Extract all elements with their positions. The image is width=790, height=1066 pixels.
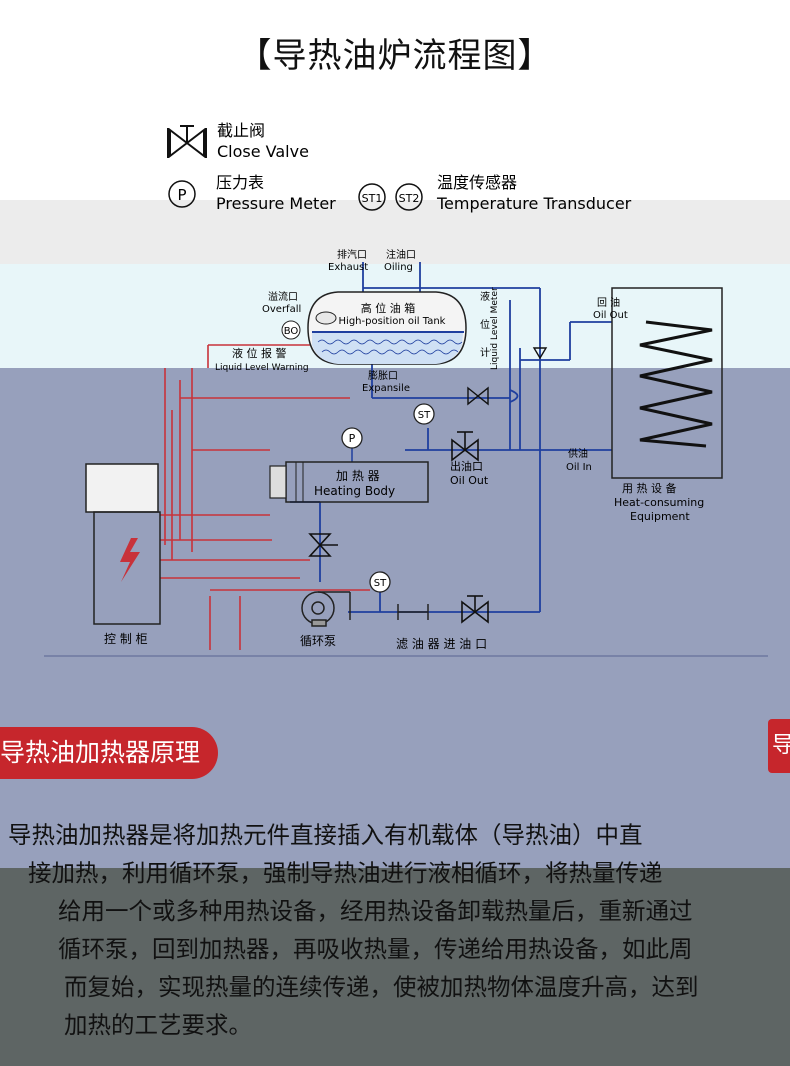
description-line-5: 而复始，实现热量的连续传递，使被加热物体温度升高，达到 — [64, 973, 699, 1001]
tank-label-cn: 高 位 油 箱 — [361, 301, 416, 315]
description-line-6: 加热的工艺要求。 — [64, 1011, 252, 1039]
exhaust-en: Exhaust — [328, 262, 368, 273]
legend-close-valve-cn: 截止阀 — [217, 121, 265, 140]
exhaust-cn: 排汽口 — [337, 248, 367, 261]
valve-icon-outlet — [451, 431, 479, 462]
expansion-en: Expansile — [362, 383, 410, 394]
user-en1: Heat-consuming — [614, 496, 704, 509]
pressure-meter-diagram-icon — [341, 427, 363, 449]
valve-icon-expansion — [467, 386, 489, 406]
temp-sensor-outlet-icon — [413, 403, 435, 425]
user-cn: 用 热 设 备 — [622, 481, 677, 495]
legend-pressure-cn: 压力表 — [216, 173, 264, 192]
level-meter-en: Liquid Level Meter — [490, 287, 500, 370]
return-cn: 回 油 — [597, 296, 620, 309]
overfall-cn: 溢流口 — [268, 290, 298, 303]
description-line-2: 接加热，利用循环泵，强制导热油进行液相循环，将热量传递 — [28, 859, 663, 887]
tank-label-en: High-position oil Tank — [339, 316, 446, 327]
control-wires — [160, 344, 370, 650]
p-diagram-label: P — [349, 432, 356, 445]
cabinet-label-cn: 控 制 柜 — [104, 632, 148, 646]
legend-st1: ST1 — [362, 192, 383, 205]
valve-icon-pump-inlet — [308, 533, 338, 557]
temp-sensor-icon-2 — [395, 183, 423, 211]
high-position-oil-tank: 高 位 油 箱 High-position oil Tank — [307, 291, 467, 365]
legend-p-symbol: P — [177, 186, 186, 204]
oiling-en: Oiling — [384, 262, 413, 273]
bo-label: BO — [284, 326, 299, 337]
temp-sensor-icon-1 — [358, 183, 386, 211]
circulating-pump — [301, 591, 351, 627]
overfall-en: Overfall — [262, 304, 301, 315]
bo-sensor-icon — [281, 320, 301, 340]
outlet-cn: 出油口 — [450, 459, 483, 473]
level-cn-b: 位 — [480, 318, 490, 331]
description-line-4: 循环泵，回到加热器，再吸收热量，传递给用热设备，如此周 — [58, 935, 693, 963]
legend-temp-en: Temperature Transducer — [436, 194, 632, 213]
flow-diagram: 截止阀 Close Valve P 压力表 Pressure Meter ST1… — [44, 121, 768, 657]
legend-temp-cn: 温度传感器 — [437, 173, 517, 192]
description-line-1: 导热油加热器是将加热元件直接插入有机载体（导热油）中直 — [8, 821, 643, 849]
heating-body: 加 热 器 Heating Body — [269, 461, 429, 503]
temp-sensor-pump-icon — [369, 571, 391, 593]
alarm-en: Liquid Level Warning — [215, 363, 309, 373]
oil-filter — [397, 604, 429, 620]
valve-icon-top-right — [532, 347, 548, 360]
bg-band-slate — [0, 368, 790, 868]
pump-label-cn: 循环泵 — [300, 634, 336, 648]
page-title: 【导热油炉流程图】 — [237, 36, 553, 76]
description-line-3: 给用一个或多种用热设备，经用热设备卸载热量后，重新通过 — [58, 897, 693, 925]
outlet-en: Oil Out — [450, 474, 489, 487]
alarm-cn: 液 位 报 警 — [232, 346, 287, 360]
heater-label-en: Heating Body — [314, 484, 395, 498]
legend: 截止阀 Close Valve P 压力表 Pressure Meter ST1… — [167, 121, 632, 213]
oiling-cn: 注油口 — [386, 248, 416, 261]
lightning-icon — [120, 538, 140, 582]
section-heading: 导热油加热器原理 — [0, 727, 218, 779]
legend-st2: ST2 — [399, 192, 420, 205]
heater-label-cn: 加 热 器 — [336, 469, 380, 483]
st-outlet-label: ST — [418, 410, 431, 421]
expansion-cn: 膨胀口 — [368, 369, 398, 382]
supply-en: Oil In — [566, 462, 592, 473]
description-text: 导热油加热器是将加热元件直接插入有机载体（导热油）中直 接加热，利用循环泵，强制… — [8, 816, 783, 1044]
pressure-meter-icon — [168, 180, 196, 208]
st-pump-label: ST — [374, 578, 387, 589]
bg-band-dark — [0, 868, 790, 1066]
user-en2: Equipment — [630, 510, 690, 523]
legend-close-valve-en: Close Valve — [217, 142, 309, 161]
level-cn-c: 计 — [480, 346, 490, 359]
return-en: Oil Out — [593, 310, 628, 321]
level-cn-a: 液 — [480, 290, 490, 303]
side-tab-label: 导 — [768, 719, 790, 773]
legend-pressure-en: Pressure Meter — [216, 194, 336, 213]
valve-icon-filter-inlet — [461, 595, 489, 624]
close-valve-icon — [167, 125, 207, 159]
control-cabinet: 控 制 柜 — [85, 463, 161, 646]
supply-cn: 供油 — [568, 447, 588, 460]
filter-label-cn: 滤 油 器 进 油 口 — [396, 637, 487, 651]
heat-consuming-equipment: 用 热 设 备 Heat-consuming Equipment — [611, 287, 723, 523]
bg-band-gray — [0, 200, 790, 264]
